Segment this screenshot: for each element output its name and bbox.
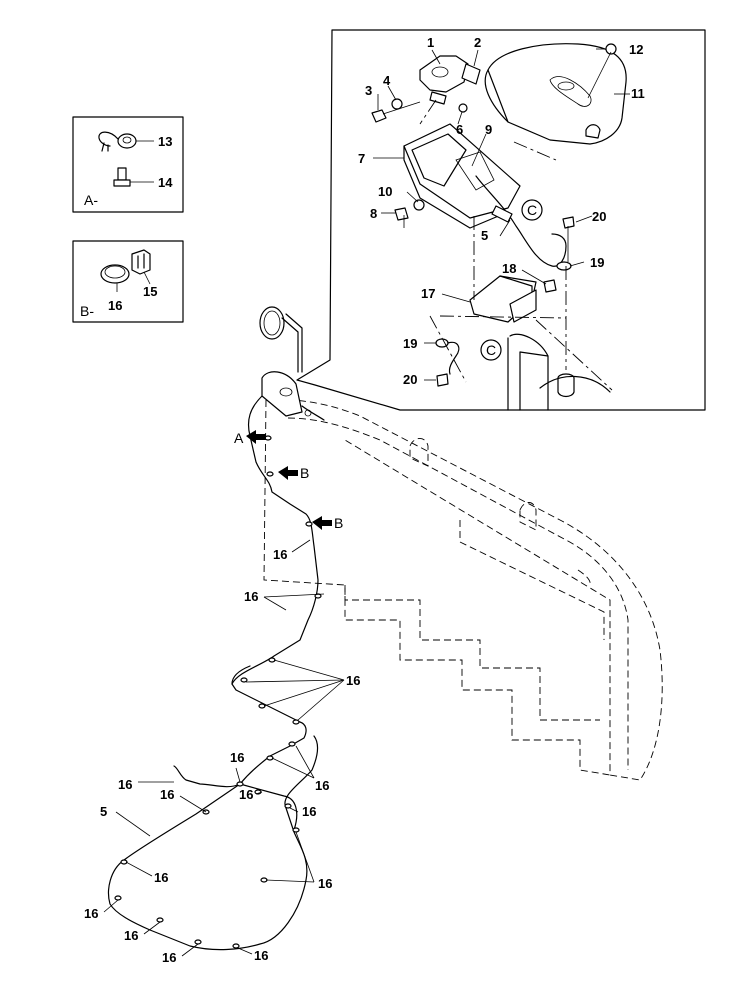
inset-label-1: 1: [427, 35, 434, 50]
cable-part-5: [475, 175, 567, 267]
harness-label-16: 16: [244, 589, 258, 604]
inset-label-20-lower: 20: [403, 372, 417, 387]
bolt-part-3: [371, 101, 421, 123]
inset-label-6: 6: [456, 122, 463, 137]
harness-routing: [173, 395, 319, 788]
bolt-part-20-upper: [562, 216, 575, 262]
bolt-part-10: [413, 199, 425, 211]
detail-b-part-15: 15: [143, 284, 157, 299]
inset-frame: [296, 29, 706, 411]
harness-label-16: 16: [118, 777, 132, 792]
detail-a-part-13: 13: [158, 134, 172, 149]
inset-label-17: 17: [421, 286, 435, 301]
view-arrow-a: A: [234, 430, 266, 446]
counterweight-body: [263, 399, 663, 781]
bolt-part-8: [394, 207, 409, 228]
inset-label-3: 3: [365, 83, 372, 98]
inset-label-4: 4: [383, 73, 391, 88]
inset-label-5: 5: [481, 228, 488, 243]
detail-b-part-16: 16: [108, 298, 122, 313]
harness-label-16: 16: [84, 906, 98, 921]
inset-label-19-lower: 19: [403, 336, 417, 351]
inset-label-20-upper: 20: [592, 209, 606, 224]
inset-leaders: [373, 48, 630, 381]
mirror-base-part: [419, 55, 481, 105]
align-line: [535, 319, 613, 391]
svg-text:B: B: [300, 465, 309, 481]
align-line: [419, 99, 437, 125]
detail-b-caption: B-: [80, 303, 94, 319]
align-line: [429, 315, 467, 383]
mirror-assembly-main: [259, 306, 325, 421]
detail-a-part-14: 14: [158, 175, 173, 190]
inset-label-8: 8: [370, 206, 377, 221]
harness-leaders: [103, 539, 345, 957]
circle-ref-c-lower: C: [480, 339, 502, 361]
svg-text:A: A: [234, 430, 244, 446]
harness-label-16: 16: [154, 870, 168, 885]
svg-text:B: B: [334, 515, 343, 531]
frame-mount: [507, 333, 611, 411]
detail-a-clamp: [98, 131, 154, 152]
harness-label-16: 16: [160, 787, 174, 802]
harness-label-16: 16: [124, 928, 138, 943]
harness-label-16: 16: [162, 950, 176, 965]
inset-label-2: 2: [474, 35, 481, 50]
svg-text:C: C: [486, 342, 496, 358]
inset-label-7: 7: [358, 151, 365, 166]
mirror-housing-part: [484, 43, 627, 145]
inset-label-18: 18: [502, 261, 516, 276]
detail-a-bolt: [113, 167, 154, 187]
washer-part-4: [391, 98, 403, 110]
inset-label-19-upper: 19: [590, 255, 604, 270]
inset-label-12: 12: [629, 42, 643, 57]
screw-part-6: [458, 103, 468, 113]
circle-ref-c-upper: C: [521, 199, 543, 221]
inset-label-9: 9: [485, 122, 492, 137]
align-line: [513, 141, 557, 161]
bracket-part-17: [469, 275, 537, 323]
harness-label-5: 5: [100, 804, 107, 819]
harness-label-16: 16: [273, 547, 287, 562]
detail-b-bracket: [131, 249, 151, 285]
svg-text:C: C: [527, 202, 537, 218]
clip-part-19-upper: [556, 261, 572, 271]
align-line: [439, 315, 567, 319]
inset-label-10: 10: [378, 184, 392, 199]
harness-label-16: 16: [230, 750, 244, 765]
harness-clips: [114, 435, 322, 949]
harness-label-16: 16: [318, 876, 332, 891]
view-arrow-b-upper: B: [278, 465, 309, 481]
detail-a-caption: A-: [84, 192, 98, 208]
clip-part-19-lower: [435, 338, 460, 375]
bolt-part-20-lower: [436, 373, 449, 387]
loop-harness: [107, 735, 319, 951]
harness-label-16: 16: [239, 787, 253, 802]
inset-label-11: 11: [631, 86, 645, 101]
detail-b-clip: [100, 264, 130, 292]
harness-label-16: 16: [346, 673, 360, 688]
harness-label-16: 16: [302, 804, 316, 819]
detail-b-frame: [72, 240, 184, 323]
harness-label-16: 16: [254, 948, 268, 963]
bolt-part-18: [543, 279, 557, 293]
harness-label-16: 16: [315, 778, 329, 793]
view-arrow-b-lower: B: [312, 515, 343, 531]
detail-a-frame: [72, 116, 184, 213]
